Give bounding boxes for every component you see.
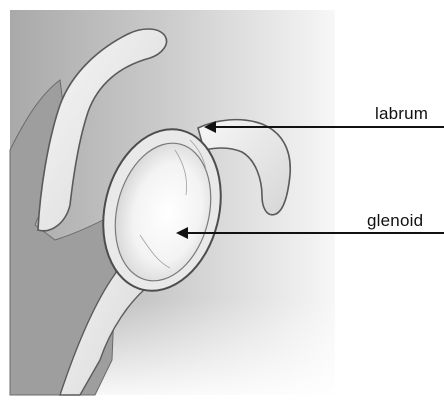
glenoid-label: glenoid bbox=[367, 211, 423, 231]
labrum-label: labrum bbox=[375, 104, 428, 124]
